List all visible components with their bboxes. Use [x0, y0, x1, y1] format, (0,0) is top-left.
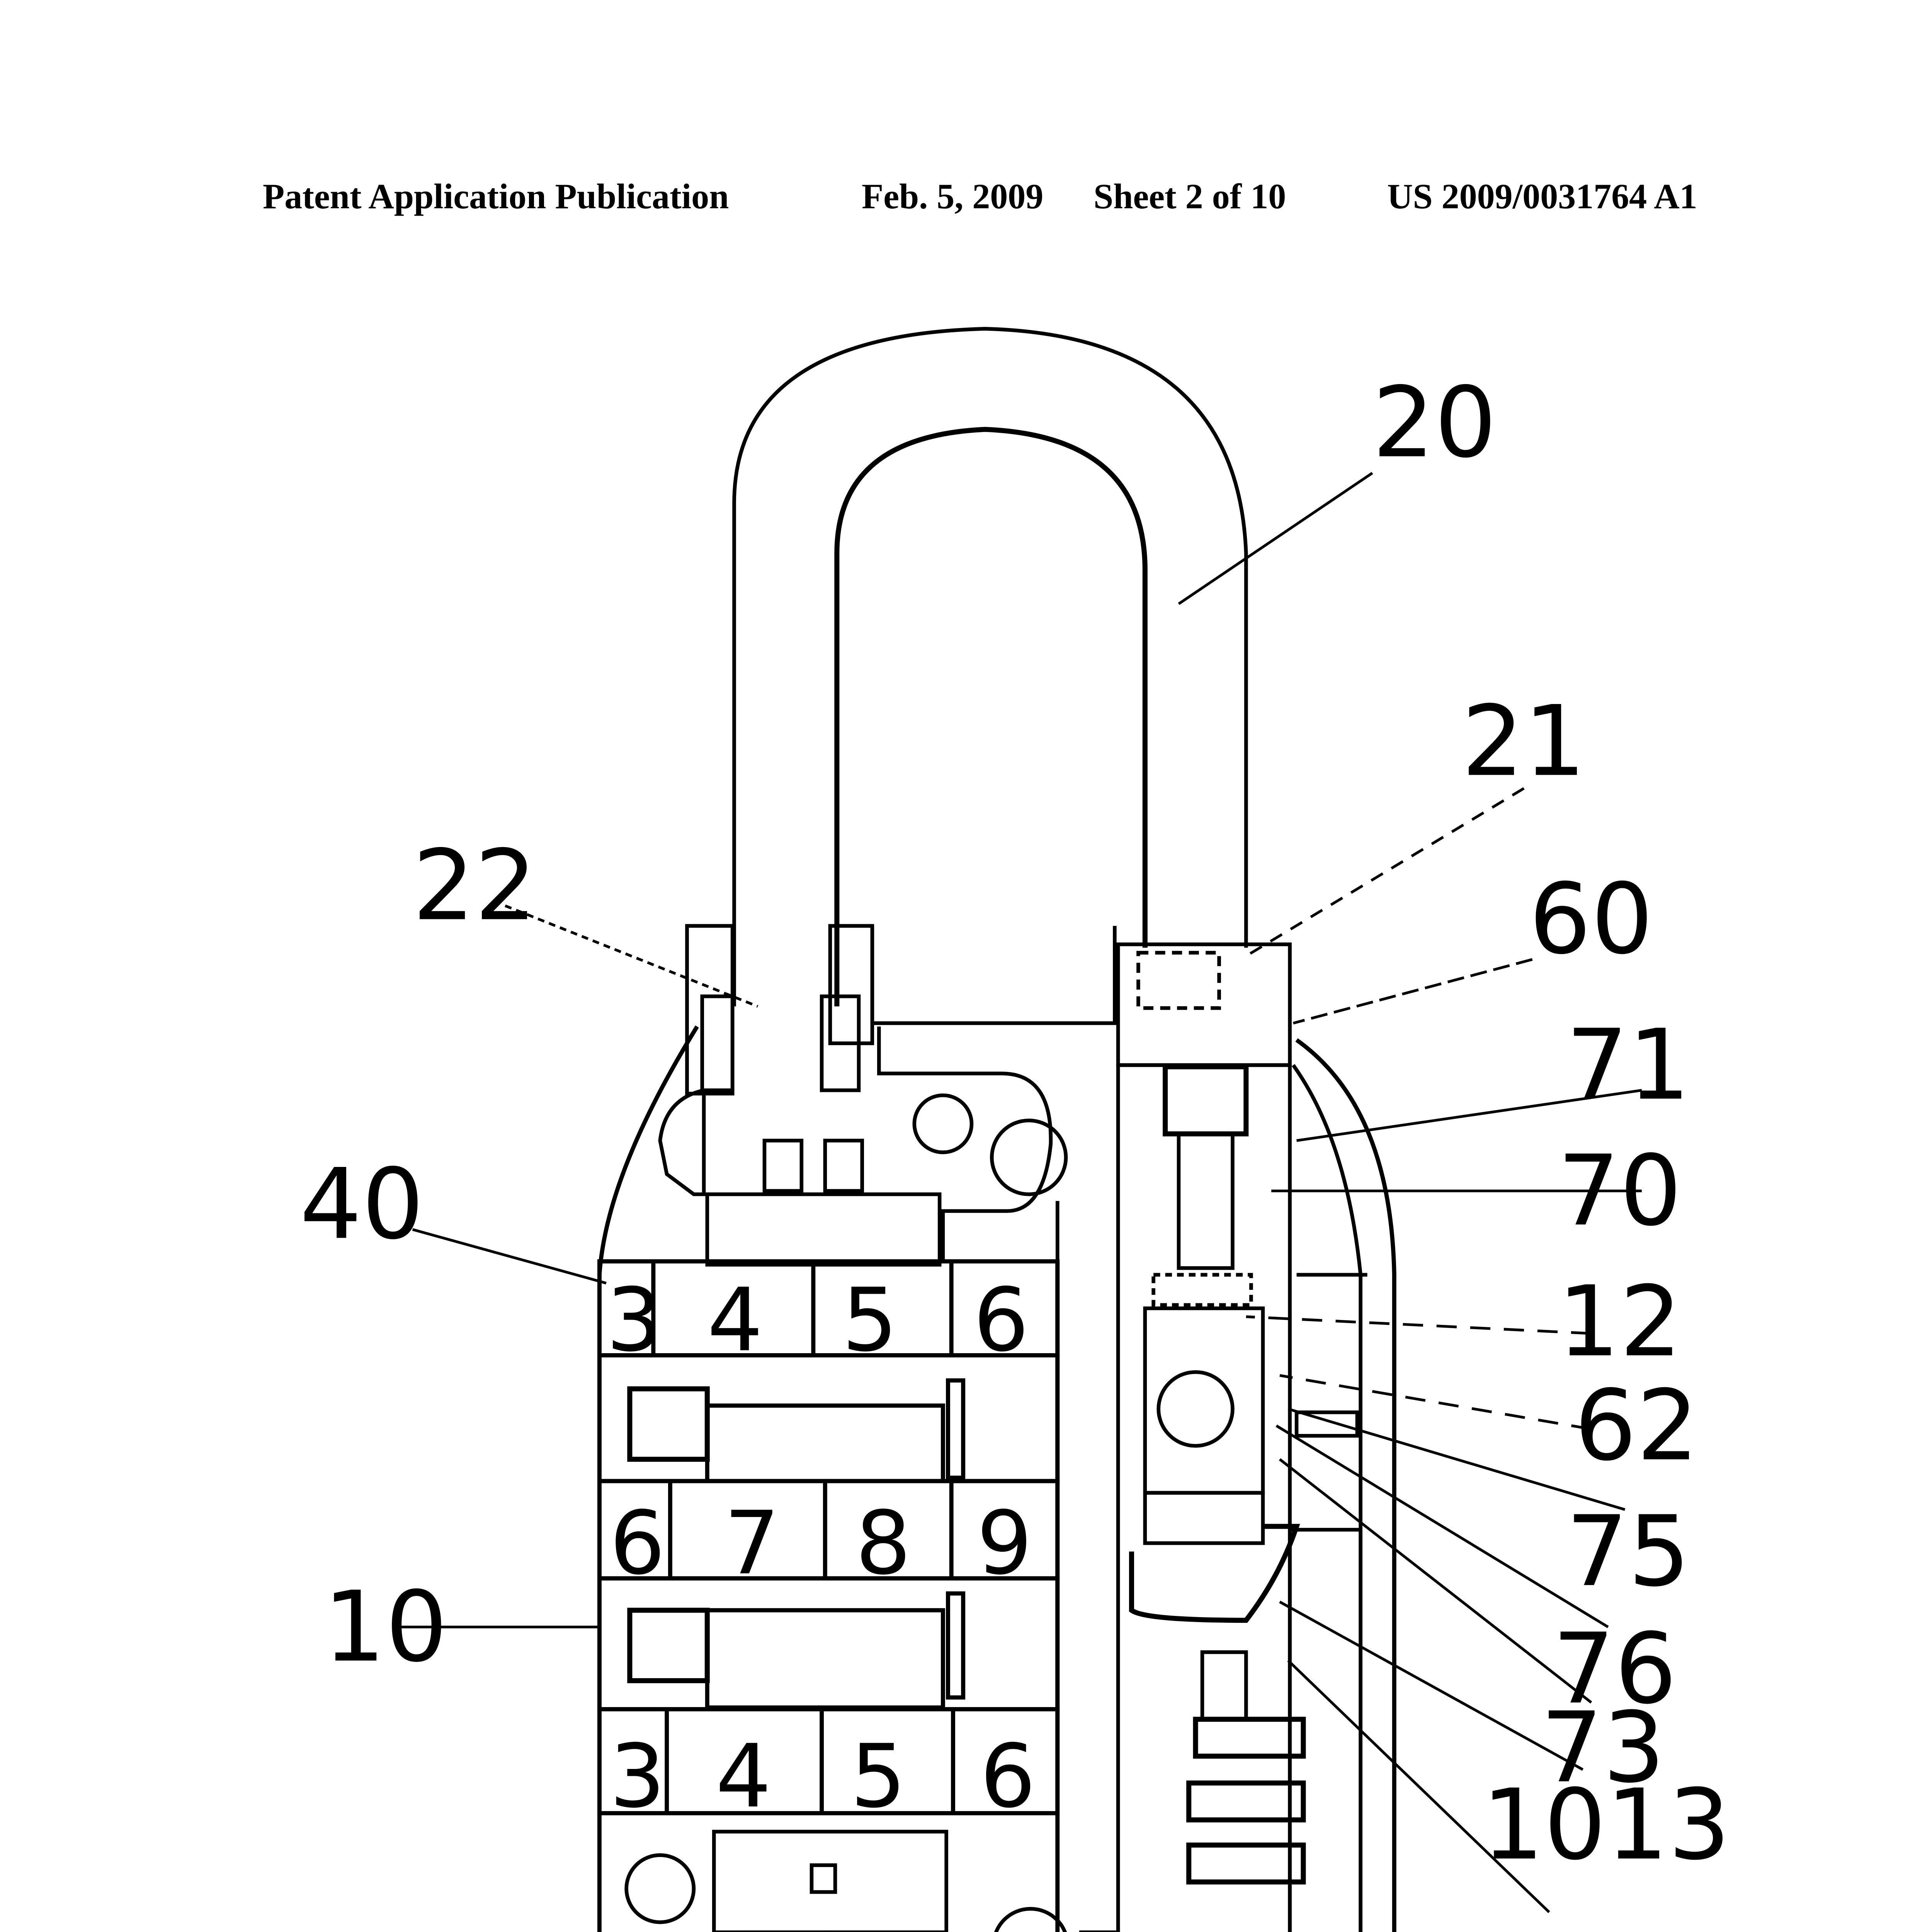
dial-digit: 3 [606, 1270, 662, 1371]
dial-digit: 5 [842, 1270, 898, 1371]
ref-21: 21 [1462, 685, 1586, 798]
ref-73: 73 [1541, 1691, 1665, 1804]
publication-date: Feb. 5, 2009 [862, 177, 1044, 216]
ref-20: 20 [1372, 366, 1497, 479]
ref-60: 60 [1529, 863, 1653, 976]
ref-1013: 1013 [1482, 1769, 1730, 1881]
shackle-outer [732, 327, 1248, 1007]
ref-522: 522 [1482, 1915, 1668, 1932]
ref-75: 75 [1566, 1495, 1690, 1608]
dial-digit: 6 [610, 1493, 665, 1594]
ref-70: 70 [1558, 1134, 1682, 1247]
ref-76: 76 [1553, 1612, 1677, 1725]
shackle-inner [834, 427, 1148, 1007]
part-60-block [1116, 942, 1292, 1067]
dial-digit: 5 [850, 1726, 906, 1827]
ref-40: 40 [300, 1148, 424, 1261]
dial-digit: 6 [980, 1726, 1036, 1827]
leader-lines [396, 472, 1642, 1913]
dial-grid [597, 1259, 1060, 1932]
lock-body-outline [597, 1025, 1396, 1932]
left-post-1 [685, 924, 735, 1096]
dial-digit: 6 [973, 1270, 1029, 1371]
dial-digit: 4 [707, 1270, 763, 1371]
ref-12: 12 [1558, 1265, 1682, 1378]
sheet-number: Sheet 2 of 10 [1094, 177, 1286, 216]
publication-type: Patent Application Publication [263, 177, 729, 216]
ref-62: 62 [1575, 1369, 1699, 1482]
dial-numbers: 3 4 5 6 6 7 8 9 3 4 5 6 [606, 1270, 1036, 1827]
ref-71: 71 [1566, 1009, 1690, 1122]
dial-digit: 7 [724, 1493, 780, 1594]
ref-22: 22 [413, 829, 537, 942]
reference-numerals: 20 21 60 22 40 71 70 12 62 75 76 73 1013… [300, 366, 1730, 1932]
dial-digit: 3 [610, 1726, 665, 1827]
spring-assembly [1143, 1306, 1265, 1495]
dial-digit: 9 [977, 1493, 1032, 1594]
patent-number: US 2009/0031764 A1 [1387, 177, 1697, 216]
part-21-dashed [1136, 951, 1221, 1010]
ref-10: 10 [323, 1571, 448, 1684]
dial-digit: 4 [716, 1726, 771, 1827]
page-header: Patent Application Publication Feb. 5, 2… [0, 176, 1932, 230]
dial-digit: 8 [855, 1493, 911, 1594]
